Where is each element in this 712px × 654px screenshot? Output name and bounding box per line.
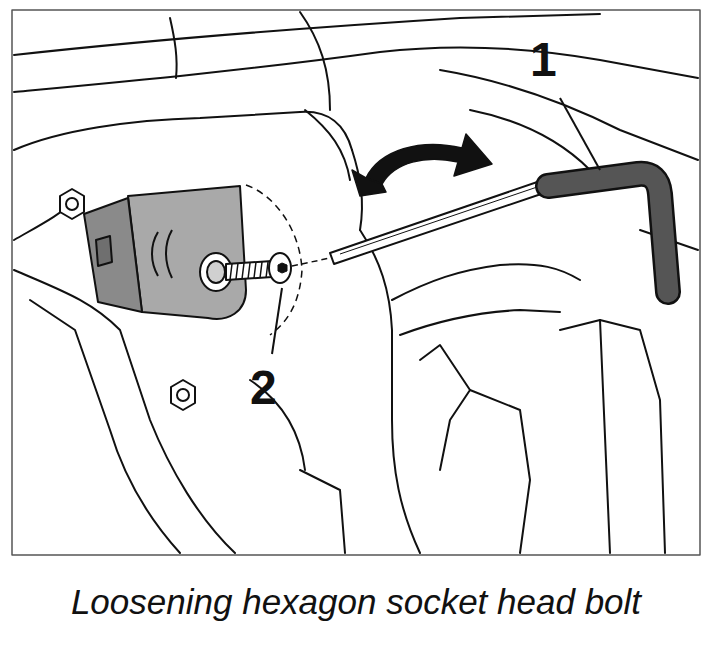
- bracket-slot: [152, 232, 158, 276]
- nut: [66, 198, 78, 210]
- body-line: [300, 470, 345, 553]
- nut: [177, 389, 189, 401]
- bolt-head: [269, 253, 291, 283]
- body-line: [392, 264, 580, 300]
- alignment-line: [292, 258, 330, 266]
- rotation-arrow: [352, 134, 492, 196]
- body-line: [470, 390, 530, 553]
- nut: [171, 380, 195, 410]
- bolt-thread: [226, 261, 272, 280]
- washer: [207, 261, 225, 283]
- body-line: [360, 230, 420, 553]
- rotation-arrow: [352, 170, 386, 196]
- wrench-grip: [548, 174, 668, 292]
- detail-outline: [246, 185, 302, 335]
- bolt-thread: [230, 262, 268, 280]
- sensor-bracket: [84, 185, 302, 335]
- bracket-slot: [166, 230, 172, 278]
- body-line: [170, 18, 177, 78]
- leader-line: [272, 288, 282, 354]
- body-line: [14, 112, 352, 150]
- body-lines: [12, 10, 700, 555]
- nut: [60, 189, 84, 219]
- connector-housing: [96, 236, 112, 266]
- body-line: [600, 320, 610, 553]
- body-line: [400, 310, 560, 335]
- caption: Loosening hexagon socket head bolt: [71, 583, 641, 622]
- rotation-arrow: [366, 134, 492, 184]
- bolt: [200, 253, 330, 291]
- callout-number: 1: [530, 36, 557, 84]
- wrench-grip: [548, 174, 668, 292]
- hex-socket: [278, 263, 287, 273]
- body-line: [300, 12, 330, 110]
- body-line: [305, 110, 350, 180]
- body-line: [560, 320, 665, 553]
- body-line: [14, 47, 698, 92]
- callout-number: 2: [250, 364, 277, 412]
- connector-housing: [84, 198, 142, 312]
- body-line: [420, 345, 470, 470]
- body-line: [30, 300, 180, 553]
- leader-line: [560, 98, 600, 170]
- bracket: [128, 186, 246, 319]
- leader-lines: [272, 98, 600, 354]
- frame: [12, 10, 700, 555]
